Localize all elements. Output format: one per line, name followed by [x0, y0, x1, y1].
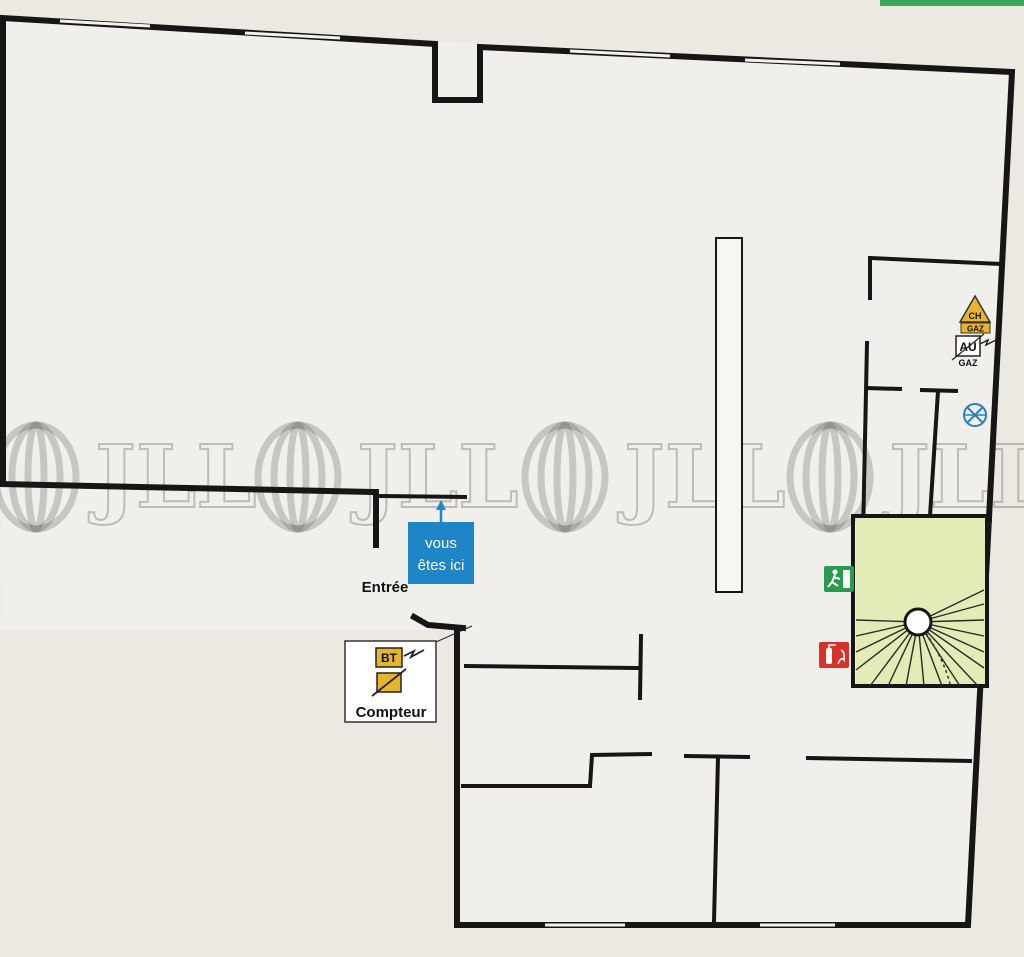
you-are-here-marker: vous êtes ici — [408, 500, 474, 584]
watermark-logo-4: JLL — [786, 421, 1024, 533]
meter-bt-badge — [375, 647, 403, 668]
svg-text:CH: CH — [969, 311, 982, 321]
entrance-label: Entrée — [362, 579, 409, 596]
gas-boiler-symbol: CH GAZ — [958, 294, 992, 334]
svg-text:JLL: JLL — [88, 427, 257, 528]
floor-area — [0, 18, 1012, 925]
svg-text:GAZ: GAZ — [959, 358, 979, 368]
windows — [59, 19, 841, 927]
staircase — [851, 514, 989, 688]
meter-label: Compteur — [356, 704, 427, 721]
svg-text:JLL: JLL — [617, 427, 786, 528]
outer-walls — [0, 14, 1016, 928]
watermark-logo-2: JLL — [254, 421, 520, 533]
emergency-exit-icon — [824, 566, 854, 592]
meter-box: BT Compteur — [344, 625, 473, 723]
svg-text:BT: BT — [381, 651, 398, 665]
watermark-logo-1: JLL — [0, 421, 258, 533]
valve-icon — [963, 403, 987, 427]
stair-newel — [903, 607, 933, 637]
lightning-icon — [979, 338, 997, 347]
arrow-up-icon — [436, 500, 446, 510]
gas-cutoff-symbol: AU GAZ — [951, 333, 997, 368]
you-are-here-line2: êtes ici — [418, 557, 465, 574]
lightning-icon — [403, 648, 425, 660]
svg-text:JLL: JLL — [882, 427, 1024, 528]
long-partition — [715, 237, 743, 593]
watermark-logo-3: JLL — [521, 421, 787, 533]
svg-text:GAZ: GAZ — [967, 325, 984, 334]
you-are-here-box — [408, 522, 474, 584]
watermark: JLL JLL JLL JLL — [0, 421, 1024, 533]
top-green-band — [880, 0, 1024, 6]
fire-extinguisher-icon — [819, 642, 849, 668]
you-are-here-line1: vous — [425, 535, 457, 552]
lower-rooms-walls — [461, 633, 973, 925]
